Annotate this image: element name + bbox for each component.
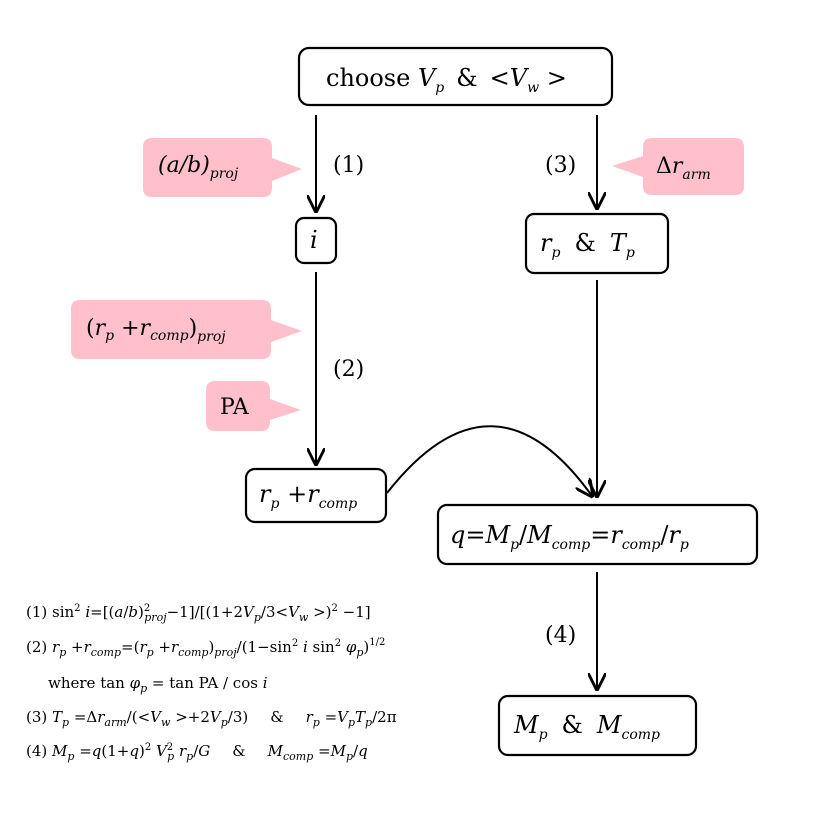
node-q: q=Mp/Mcomp=rcomp/rp [436,503,759,566]
callout-pa: PA [206,381,301,431]
step-label-4: (4) [545,623,576,648]
svg-text:rp&Tp: rp&Tp [540,229,635,261]
step-label-1: (1) [333,153,364,178]
step-label-3: (3) [545,153,576,178]
node-rp-rcomp: rp +rcomp [244,467,388,524]
svg-text:(a/b)proj: (a/b)proj [158,153,239,182]
svg-text:Δrarm: Δrarm [656,154,711,183]
equation-2: (2) rp +rcomp=(rp +rcomp)proj/(1−sin2 i … [26,637,385,659]
svg-text:(rp +rcomp)proj: (rp +rcomp)proj [86,316,226,345]
callout-r-proj: (rp +rcomp)proj [71,300,302,359]
node-i-text: i [310,226,318,254]
node-masses: Mp&Mcomp [497,694,698,757]
callout-delta-r: Δrarm [612,138,744,195]
node-rp-tp: rp&Tp [524,212,670,275]
node-i: i [294,216,338,265]
callout-pa-text: PA [220,395,250,420]
svg-text:choose Vp&<Vw >: choose Vp&<Vw > [326,64,567,96]
svg-text:q=Mp/Mcomp=rcomp/rp: q=Mp/Mcomp=rcomp/rp [450,521,689,553]
step-label-2: (2) [333,357,364,382]
node-choose: choose Vp&<Vw > [297,46,614,107]
arrow-rp-rcomp-to-q [386,425,592,496]
svg-text:rp +rcomp: rp +rcomp [259,480,357,512]
callout-ab-proj: (a/b)proj [143,138,302,197]
svg-text:Mp&Mcomp: Mp&Mcomp [513,711,660,743]
equation-where: where tan φp = tan PA / cos i [48,674,268,695]
equation-3: (3) Tp =Δrarm/(<Vw >+2Vp/3)&rp =VpTp/2π [26,708,397,729]
